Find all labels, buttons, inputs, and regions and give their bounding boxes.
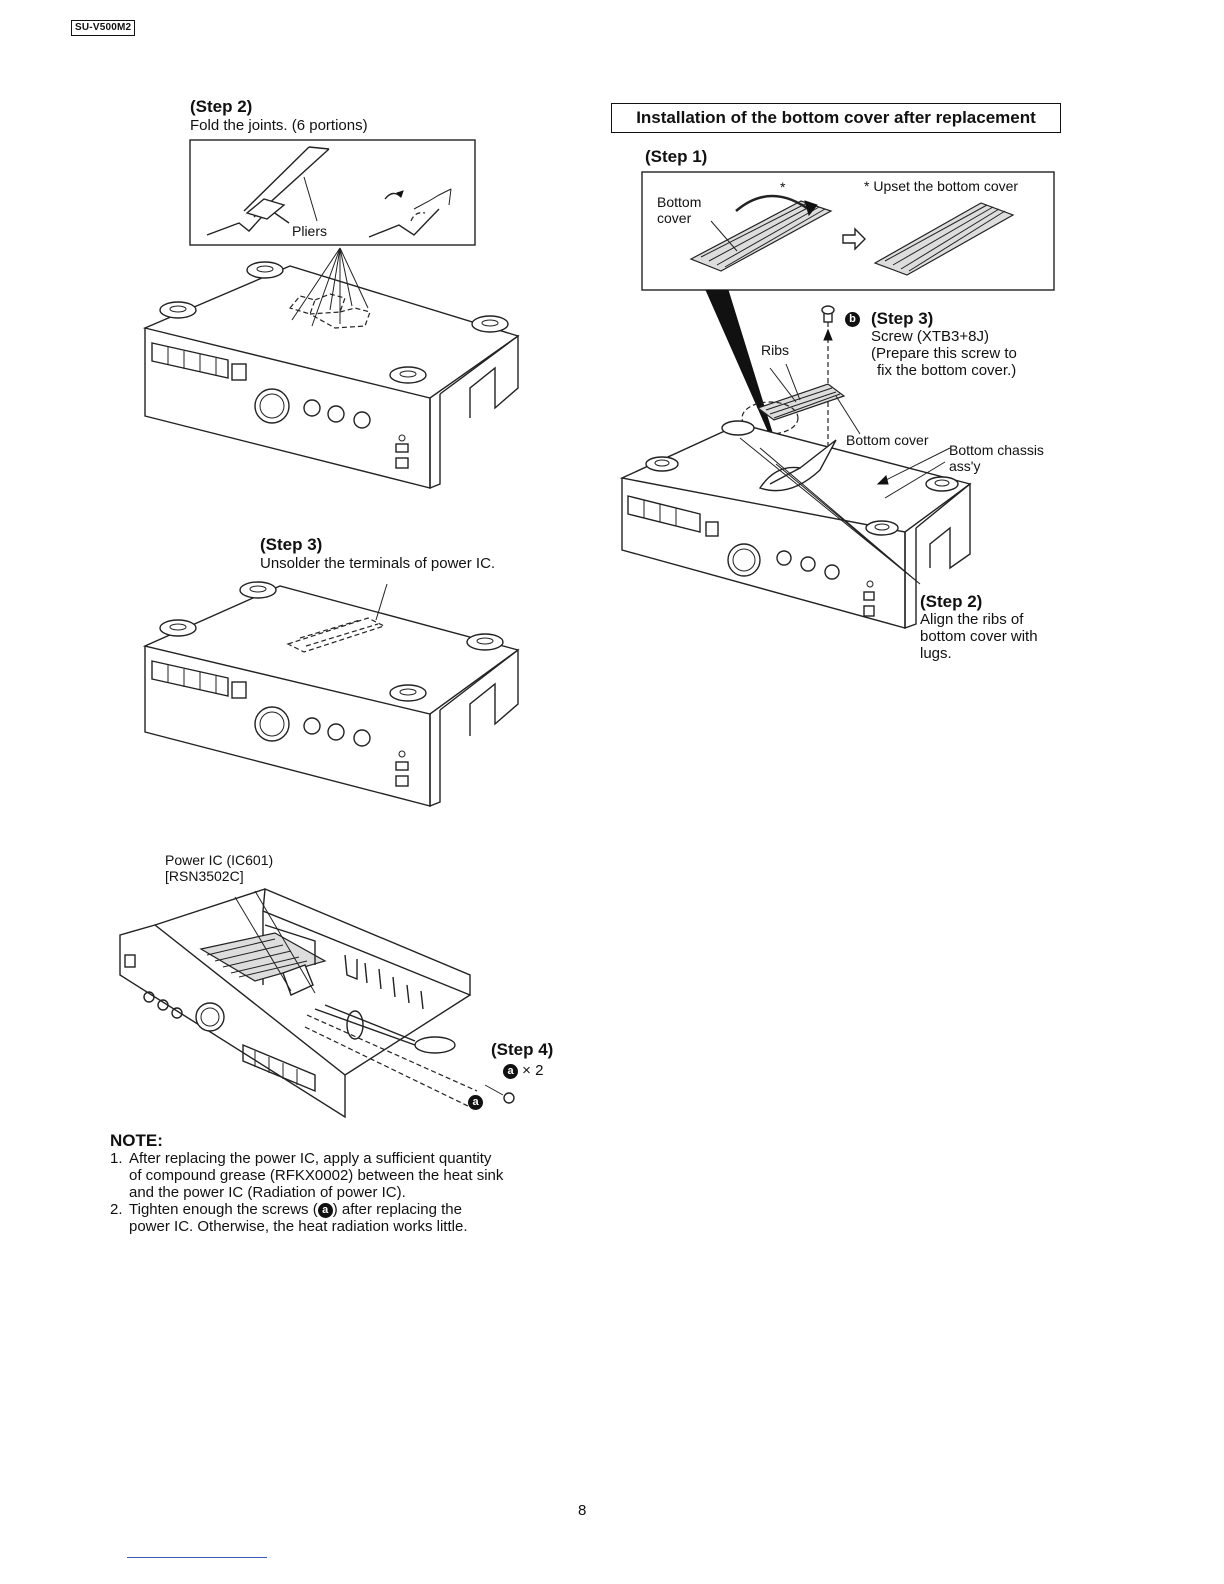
right-step3-line-3: fix the bottom cover.)	[877, 362, 1017, 379]
right-step3-marker: b	[845, 310, 860, 328]
screw-b-marker: b	[845, 312, 860, 327]
note-item-2-number: 2.	[110, 1201, 123, 1218]
left-step4-title: (Step 4)	[491, 1040, 554, 1059]
right-step2-line-1: Align the ribs of	[920, 611, 1024, 628]
step3-unit-illustration	[142, 581, 520, 808]
note-list: 1. After replacing the power IC, apply a…	[110, 1150, 590, 1235]
left-step2-title: (Step 2)	[190, 97, 253, 116]
bottom-cover-label: Bottom cover	[846, 432, 929, 448]
note-title: NOTE:	[110, 1131, 163, 1150]
pliers-label: Pliers	[292, 223, 328, 239]
right-step2-line-2: bottom cover with	[920, 628, 1038, 645]
screw-count-text: × 2	[522, 1062, 544, 1079]
step1-asterisk: *	[780, 179, 786, 195]
right-step2-line-3: lugs.	[920, 645, 952, 662]
bottom-cover-install-illustration	[619, 289, 972, 629]
pliers-inset-illustration	[189, 139, 476, 246]
step2-unit-illustration	[142, 247, 520, 490]
right-step1-title: (Step 1)	[645, 147, 708, 166]
step1-bottom-cover-label: Bottom cover	[657, 194, 702, 226]
note-item-2-line-2: power IC. Otherwise, the heat radiation …	[129, 1218, 468, 1235]
note-item-2-pre: Tighten enough the screws (	[129, 1201, 318, 1218]
power-ic-label: Power IC (IC601)	[165, 852, 274, 868]
bottom-chassis-label-2: ass'y	[949, 458, 981, 474]
page-number: 8	[578, 1502, 587, 1519]
screw-a-callout: a	[468, 1093, 483, 1111]
upset-bottom-cover-illustration	[641, 171, 1055, 291]
note-item-1-number: 1.	[110, 1150, 123, 1167]
left-step2-text: Fold the joints. (6 portions)	[190, 117, 368, 134]
ribs-label: Ribs	[761, 342, 790, 358]
note-item-1: 1. After replacing the power IC, apply a…	[110, 1150, 590, 1201]
right-step3-line-1: Screw (XTB3+8J)	[871, 328, 989, 345]
note-item-1-line-1: After replacing the power IC, apply a su…	[129, 1150, 492, 1167]
note-item-1-line-3: and the power IC (Radiation of power IC)…	[129, 1184, 406, 1201]
step4-screw-count: a × 2	[503, 1062, 543, 1079]
note-item-2-marker: a	[317, 1203, 333, 1218]
power-ic-part-number: [RSN3502C]	[165, 868, 244, 884]
footer-rule	[127, 1557, 267, 1558]
note-item-2: 2. Tighten enough the screws (a) after r…	[110, 1201, 590, 1235]
screw-a-callout-marker: a	[468, 1095, 483, 1110]
upset-note: * Upset the bottom cover	[864, 178, 1019, 194]
step4-internal-illustration	[119, 887, 515, 1119]
note-item-1-line-2: of compound grease (RFKX0002) between th…	[129, 1167, 504, 1184]
bottom-cover-installation-heading: Installation of the bottom cover after r…	[611, 103, 1061, 133]
right-step3-title: (Step 3)	[871, 309, 934, 328]
model-tag: SU-V500M2	[71, 20, 136, 36]
right-step3-line-2: (Prepare this screw to	[871, 345, 1017, 362]
note-item-2-post: ) after replacing the	[332, 1201, 462, 1218]
note-item-2-line-1: Tighten enough the screws (a) after repl…	[129, 1201, 590, 1218]
bottom-chassis-label: Bottom chassis	[949, 442, 1044, 458]
right-step2-title: (Step 2)	[920, 592, 983, 611]
left-step3-text: Unsolder the terminals of power IC.	[260, 555, 496, 572]
left-step3-title: (Step 3)	[260, 535, 323, 554]
screw-a-marker: a	[503, 1064, 518, 1079]
